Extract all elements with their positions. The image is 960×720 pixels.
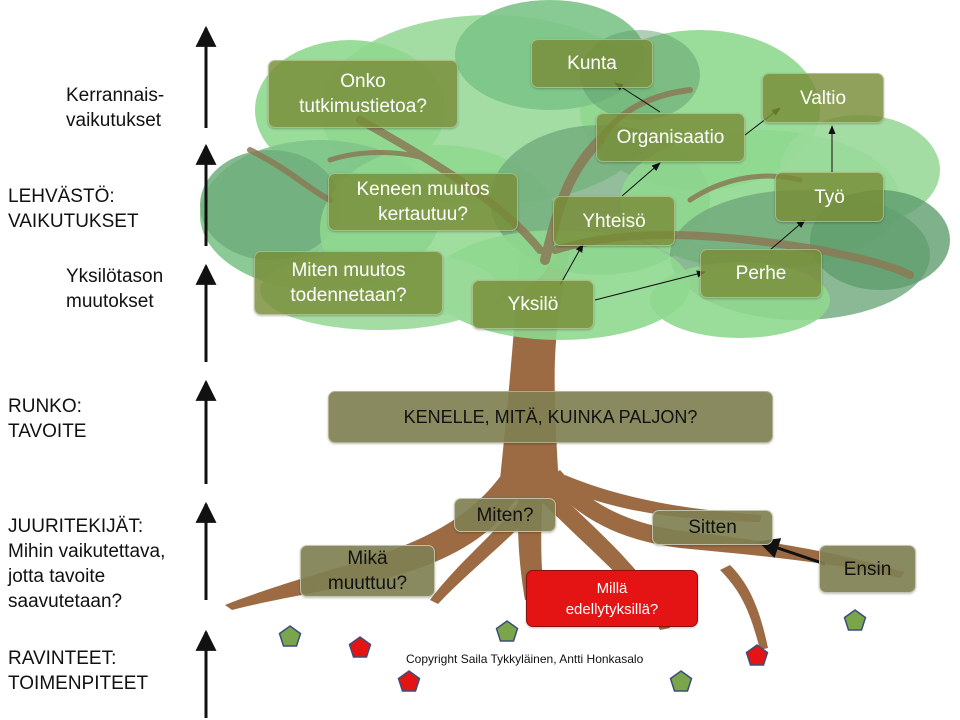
- box-keneen-muutos-kertautuu: Keneen muutos kertautuu?: [328, 173, 518, 231]
- label-kerrannaisvaikutukset: Kerrannais- vaikutukset: [66, 85, 165, 131]
- label-runko: RUNKO: TAVOITE: [8, 396, 87, 442]
- connector-arrows: [559, 82, 836, 301]
- box-yksilo: Yksilö: [472, 280, 594, 329]
- pentagon-markers: [278, 609, 867, 692]
- ensin-to-sitten-arrow: [758, 538, 826, 566]
- box-valtio: Valtio: [762, 73, 884, 123]
- pentagon-red: [397, 670, 421, 692]
- label-juuritekijat: JUURITEKIJÄT: Mihin vaikutettava, jotta …: [8, 516, 166, 612]
- box-sitten: Sitten: [652, 510, 773, 545]
- box-organisaatio: Organisaatio: [596, 113, 745, 162]
- label-lehvasto: LEHVÄSTÖ: VAIKUTUKSET: [8, 186, 139, 232]
- label-yksilotason-muutokset: Yksilötason muutokset: [66, 266, 164, 312]
- box-kenelle-mita-kuinka-paljon: KENELLE, MITÄ, KUINKA PALJON?: [328, 391, 773, 443]
- box-mika-muuttuu: Mikä muuttuu?: [300, 545, 435, 597]
- pentagon-green: [495, 620, 519, 642]
- pentagon-red: [348, 636, 372, 658]
- box-miten: Miten?: [454, 498, 556, 532]
- box-yhteiso: Yhteisö: [553, 196, 675, 246]
- box-onko-tutkimustietoa: Onko tutkimustietoa?: [268, 60, 458, 128]
- box-miten-muutos-todennetaan: Miten muutos todennetaan?: [254, 251, 443, 315]
- box-milla-edellytyksilla: Millä edellytyksillä?: [526, 570, 698, 627]
- label-ravinteet: RAVINTEET: TOIMENPITEET: [8, 648, 149, 694]
- box-tyo: Työ: [775, 172, 884, 222]
- pentagon-green: [278, 625, 302, 647]
- box-ensin: Ensin: [819, 545, 916, 593]
- box-perhe: Perhe: [700, 249, 822, 298]
- pentagon-green: [843, 609, 867, 631]
- pentagon-green: [669, 670, 693, 692]
- copyright-text: Copyright Saila Tykkyläinen, Antti Honka…: [406, 652, 644, 666]
- box-kunta: Kunta: [531, 39, 653, 88]
- pentagon-red: [745, 644, 769, 666]
